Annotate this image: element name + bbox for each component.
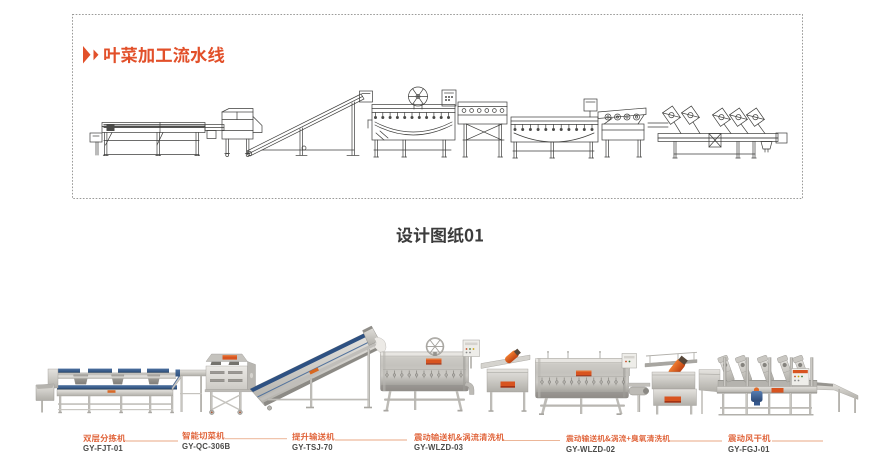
svg-text:GY-FGJ-01: GY-FGJ-01 <box>728 445 770 454</box>
svg-text:GY-QC-306B: GY-QC-306B <box>182 442 231 451</box>
svg-text:GY-TSJ-70: GY-TSJ-70 <box>292 443 333 452</box>
svg-text:GY-WLZD-03: GY-WLZD-03 <box>414 443 464 452</box>
svg-text:GY-WLZD-02: GY-WLZD-02 <box>566 445 616 454</box>
svg-text:GY-FJT-01: GY-FJT-01 <box>83 444 123 453</box>
